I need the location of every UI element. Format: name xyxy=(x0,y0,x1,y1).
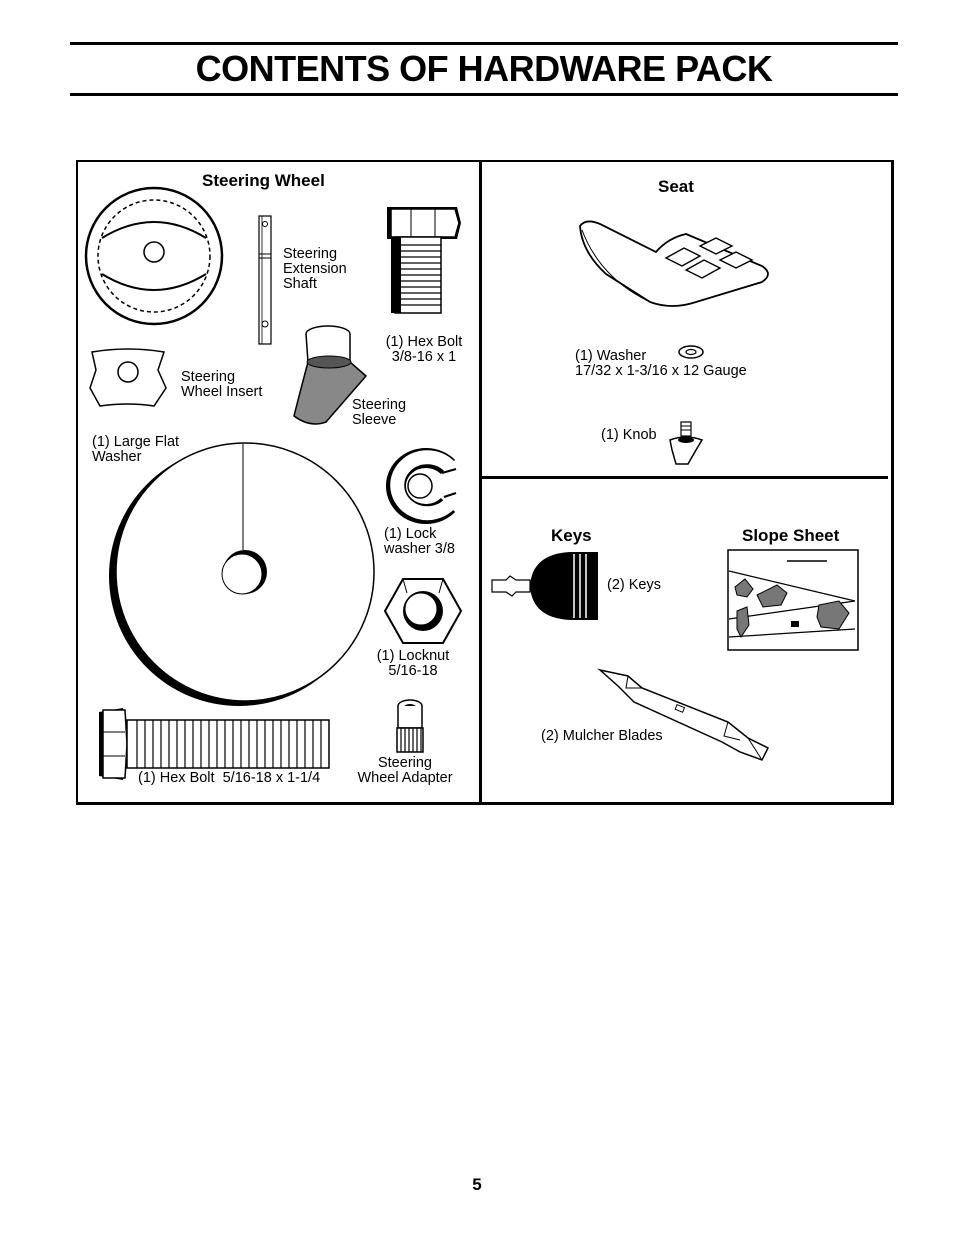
knob-icon xyxy=(669,421,704,465)
wheel-insert-label-1: Steering Wheel Insert xyxy=(181,369,263,400)
steering-wheel-adapter-label: Steering Wheel Adapter xyxy=(357,755,453,786)
steering-sleeve-icon xyxy=(293,325,368,425)
hex-bolt-3-8-icon xyxy=(387,207,461,314)
panel-horizontal-divider xyxy=(482,476,888,479)
panel-vertical-divider xyxy=(479,160,482,805)
hex-bolt-5-16-icon xyxy=(99,708,330,780)
mulcher-blade-icon xyxy=(597,668,770,761)
slope-sheet-heading: Slope Sheet xyxy=(742,526,840,545)
keys-label: (2) Keys xyxy=(607,577,661,593)
steering-sleeve-label: Steering Sleeve xyxy=(352,397,407,428)
mulcher-blades-label: (2) Mulcher Blades xyxy=(541,728,663,744)
knob-label: (1) Knob xyxy=(601,427,657,443)
key-icon xyxy=(491,552,598,620)
extension-shaft-label: Steering Extension Shaft xyxy=(283,246,347,292)
large-flat-washer-label: (1) Large Flat Washer xyxy=(92,434,180,465)
title-bottom-rule xyxy=(70,93,898,96)
keys-heading: Keys xyxy=(551,526,592,545)
locknut-icon xyxy=(383,578,463,644)
lock-washer-icon xyxy=(385,448,458,524)
hex-bolt-5-16-label: (1) Hex Bolt 5/16-18 x 1-1/4 xyxy=(138,770,321,786)
steering-extension-shaft-icon xyxy=(258,215,272,345)
page-title: CONTENTS OF HARDWARE PACK xyxy=(195,48,773,89)
seat-heading: Seat xyxy=(658,177,694,196)
slope-sheet-icon xyxy=(727,549,859,651)
lock-washer-label: (1) Lock washer 3/8 xyxy=(384,526,455,557)
steering-wheel-adapter-icon xyxy=(396,699,424,753)
large-flat-washer-icon xyxy=(109,442,375,706)
washer-icon xyxy=(678,345,704,359)
steering-wheel-icon xyxy=(84,186,224,326)
hex-bolt-3-8-label: (1) Hex Bolt 3/8-16 x 1 xyxy=(385,334,463,365)
page-number: 5 xyxy=(472,1175,482,1194)
steering-wheel-heading: Steering Wheel xyxy=(202,171,325,190)
steering-wheel-insert-icon xyxy=(89,348,167,407)
hardware-pack-panel xyxy=(76,160,894,805)
seat-icon xyxy=(579,220,769,307)
title-top-rule xyxy=(70,42,898,45)
locknut-label: (1) Locknut 5/16-18 xyxy=(376,648,450,679)
seat-washer-label: (1) Washer 17/32 x 1-3/16 x 12 Gauge xyxy=(575,348,747,379)
